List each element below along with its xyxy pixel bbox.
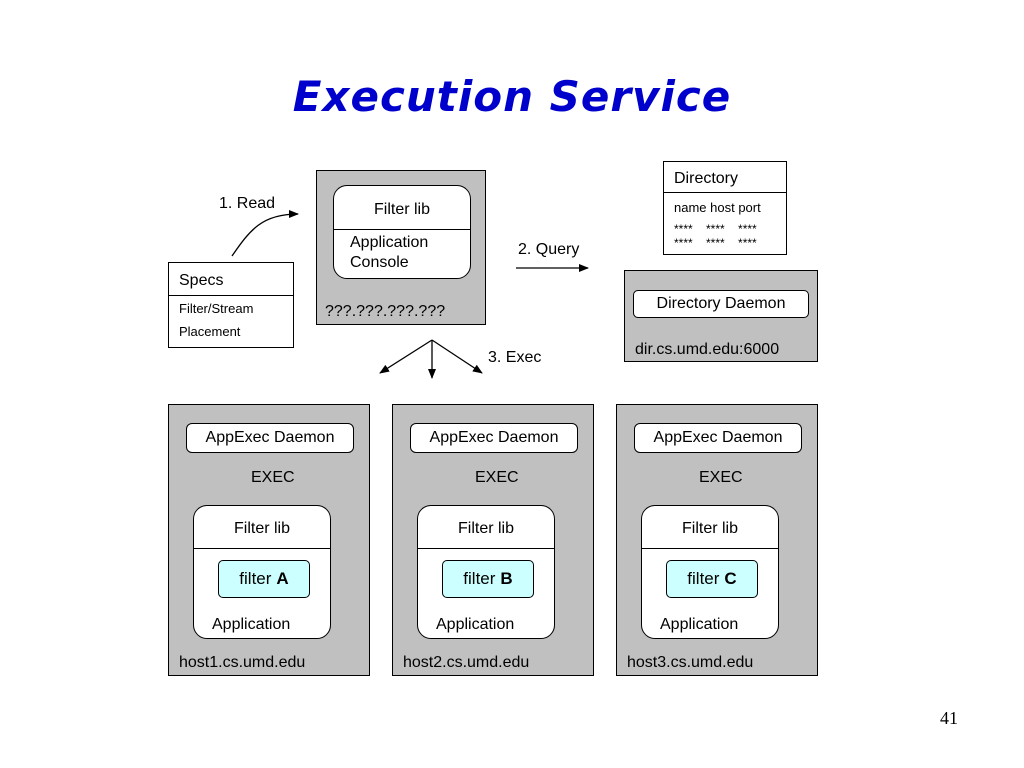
filter-lib-label: Filter lib (233, 520, 290, 537)
filter-id: B (500, 569, 513, 588)
directory-header: Directory (674, 170, 739, 187)
console-host-box: Filter lib Application Console ???.???.?… (316, 170, 486, 325)
step-read-label: 1. Read (219, 195, 276, 212)
directory-columns: name host port (674, 200, 761, 215)
filter-lib-label: Filter lib (373, 201, 430, 218)
directory-table: Directory name host port **** **** **** … (663, 161, 787, 255)
directory-daemon-box: Directory Daemon (633, 290, 809, 318)
filter-app-divider (194, 548, 330, 549)
specs-item: Placement (179, 324, 241, 339)
application-label: Application (660, 616, 739, 633)
filter-app-divider (642, 548, 778, 549)
console-app-box: Filter lib Application Console (333, 185, 471, 279)
filter-app-divider (418, 548, 554, 549)
directory-row: **** **** **** (674, 236, 757, 250)
appexec-daemon-box: AppExec Daemon (410, 423, 578, 453)
console-app-line2: Console (350, 254, 409, 271)
step-query-label: 2. Query (518, 241, 580, 258)
console-divider (334, 229, 470, 230)
appexec-daemon-label: AppExec Daemon (653, 429, 783, 446)
page-number: 41 (940, 708, 958, 728)
specs-box: Specs Filter/Stream Placement (168, 262, 294, 348)
directory-daemon-label: Directory Daemon (656, 295, 786, 312)
directory-divider (664, 192, 786, 193)
appexec-daemon-box: AppExec Daemon (634, 423, 802, 453)
exec-label: EXEC (251, 469, 295, 486)
specs-header: Specs (179, 272, 224, 289)
exec-label: EXEC (699, 469, 743, 486)
console-host-address: ???.???.???.??? (325, 303, 446, 320)
filter-prefix: filter (239, 569, 272, 588)
application-label: Application (212, 616, 291, 633)
directory-host-address: dir.cs.umd.edu:6000 (635, 341, 780, 358)
appexec-daemon-label: AppExec Daemon (429, 429, 559, 446)
appexec-daemon-box: AppExec Daemon (186, 423, 354, 453)
host-name: host2.cs.umd.edu (403, 654, 530, 671)
host-name: host1.cs.umd.edu (179, 654, 306, 671)
step-exec-label: 3. Exec (488, 349, 542, 366)
exec-arrow-left (379, 339, 433, 374)
read-arrow (231, 210, 299, 257)
appexec-daemon-label: AppExec Daemon (205, 429, 335, 446)
application-label: Application (436, 616, 515, 633)
exec-arrow-right (431, 339, 483, 374)
page-title: Execution Service (292, 72, 732, 121)
directory-host-box: Directory Daemon dir.cs.umd.edu:6000 (624, 270, 818, 362)
specs-divider (169, 295, 293, 296)
exec-label: EXEC (475, 469, 519, 486)
filter-id: A (276, 569, 289, 588)
directory-row: **** **** **** (674, 222, 757, 236)
filter-prefix: filter (687, 569, 720, 588)
console-app-line1: Application (350, 234, 429, 251)
host-name: host3.cs.umd.edu (627, 654, 754, 671)
filter-lib-label: Filter lib (681, 520, 738, 537)
filter-lib-label: Filter lib (457, 520, 514, 537)
filter-prefix: filter (463, 569, 496, 588)
specs-item: Filter/Stream (179, 301, 254, 316)
filter-id: C (724, 569, 737, 588)
